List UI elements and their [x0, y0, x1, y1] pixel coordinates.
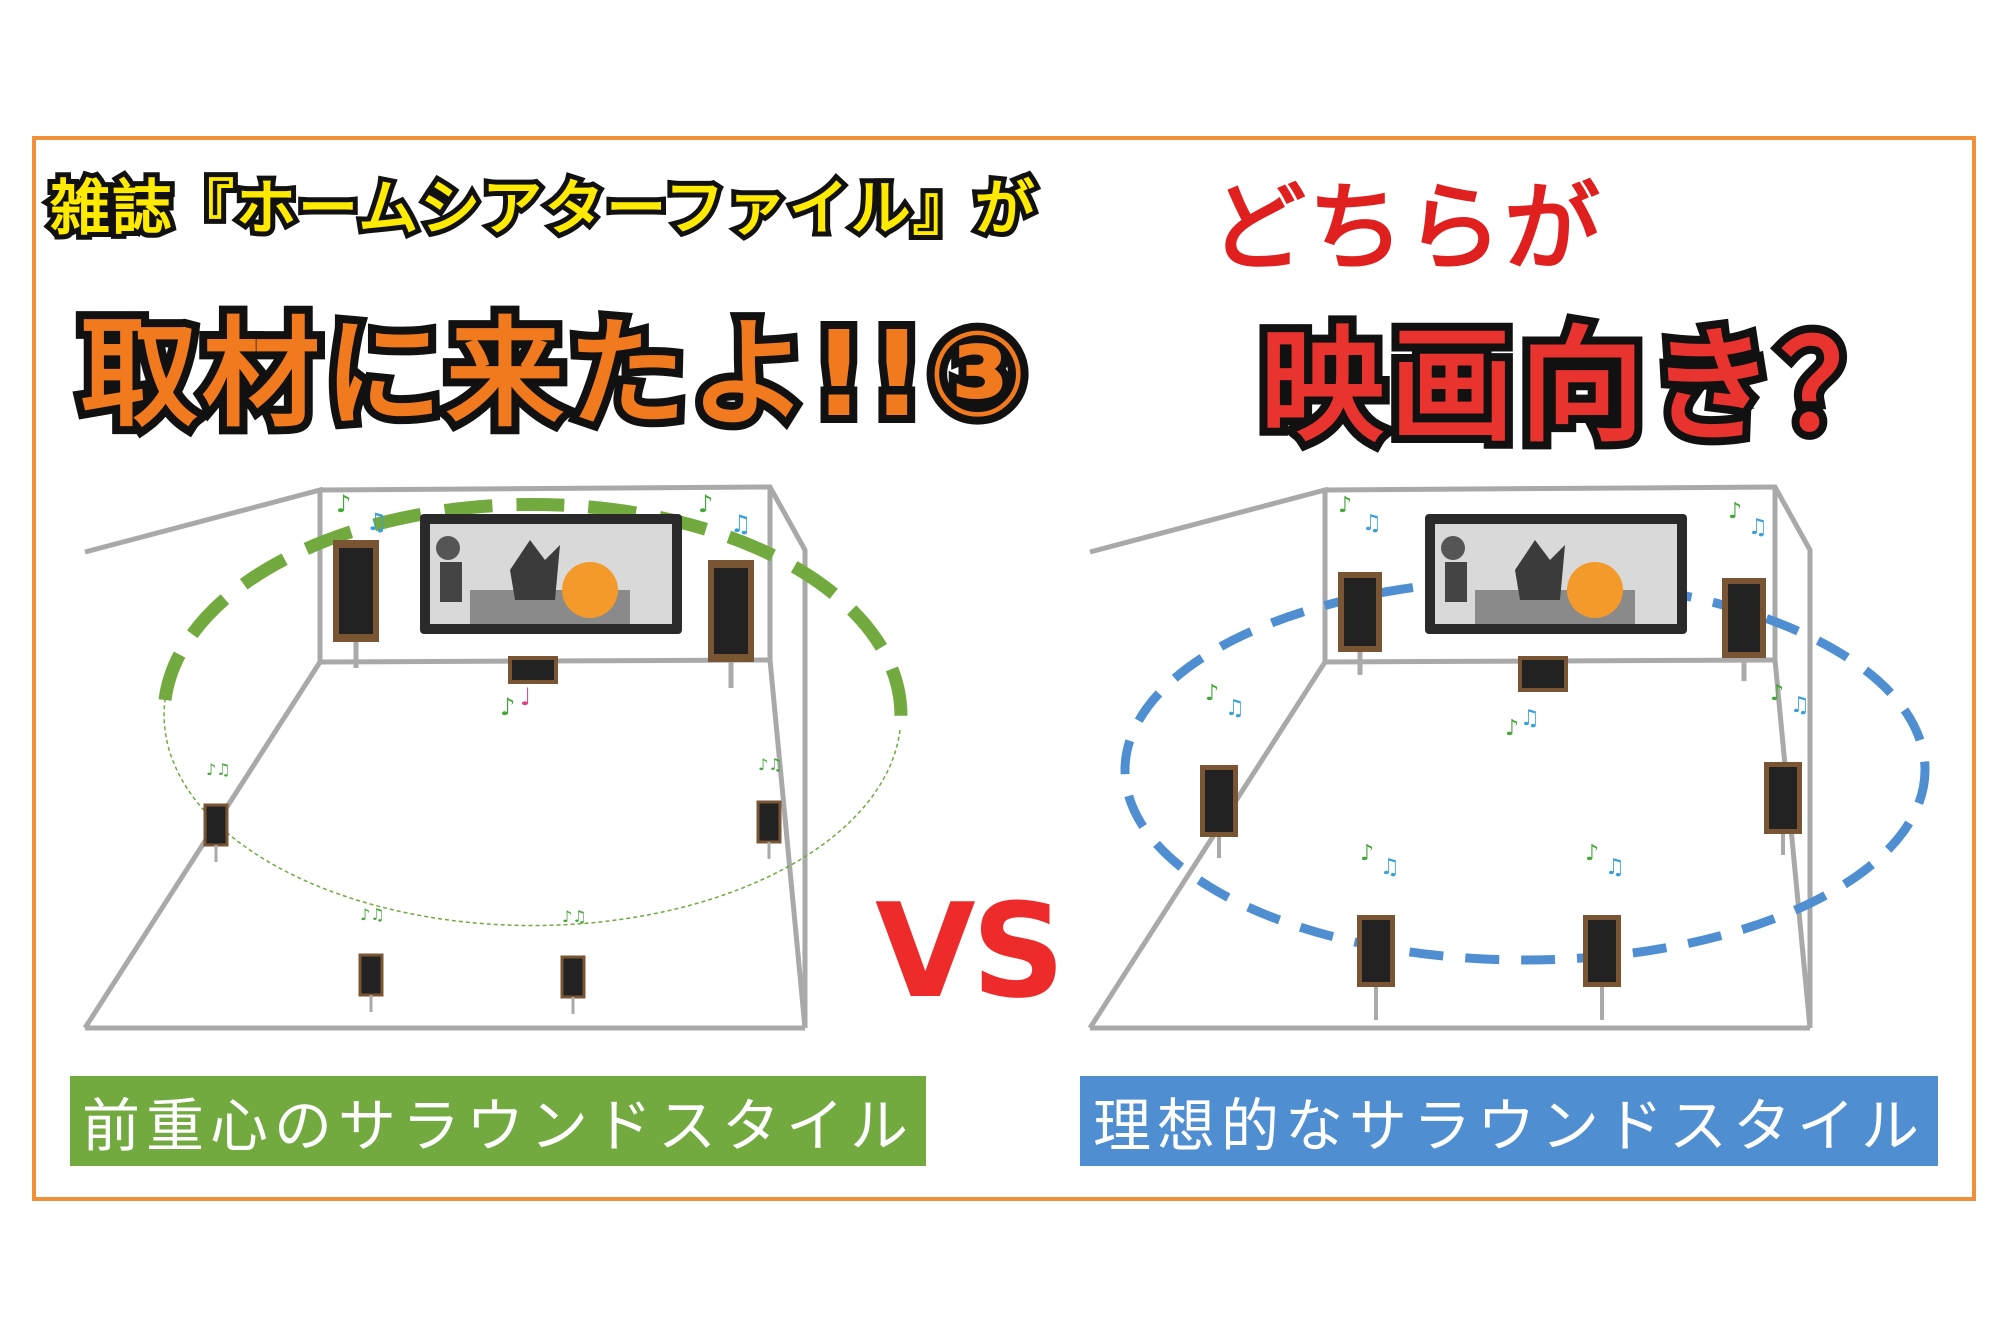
question-line-1: どちらが [1210, 172, 1602, 284]
svg-text:♪: ♪ [1505, 716, 1519, 741]
left-front-speakers [333, 540, 754, 688]
left-room-diagram: ♪♫ ♪♫ ♪♩ ♪♫ ♪♫ ♪♫ ♪♫ [82, 484, 908, 1031]
title-interview-line: 取材に来たよ!!③ [72, 297, 1036, 451]
svg-text:♪: ♪ [1770, 681, 1784, 706]
svg-text:♪: ♪ [1728, 499, 1742, 524]
right-tv [1425, 514, 1687, 634]
right-music-notes-icon: ♪♫ ♪♫ ♪♫ ♪♫ ♪♫ ♪♫ ♪♫ [1205, 493, 1810, 880]
left-listening-circle [158, 497, 908, 927]
svg-text:♪: ♪ [1205, 681, 1219, 706]
right-listening-circle [1120, 575, 1930, 965]
svg-text:♫: ♫ [1748, 515, 1768, 540]
svg-text:♫: ♫ [1605, 855, 1625, 880]
svg-text:♪: ♪ [336, 490, 351, 518]
svg-text:♪♫: ♪♫ [206, 760, 231, 779]
outer-frame [32, 136, 1976, 1201]
svg-text:♩: ♩ [520, 683, 531, 711]
svg-text:♫: ♫ [1225, 696, 1245, 721]
left-tv [420, 514, 682, 634]
svg-text:♪: ♪ [698, 490, 713, 518]
title-magazine-line: 雑誌『ホームシアターファイル』が [45, 169, 1040, 249]
right-surround-speakers [1200, 762, 1802, 1020]
right-room-diagram: ♪♫ ♪♫ ♪♫ ♪♫ ♪♫ ♪♫ ♪♫ [1087, 484, 1930, 1031]
svg-text:♫: ♫ [1790, 693, 1810, 718]
left-music-notes-icon: ♪♫ ♪♫ ♪♩ ♪♫ ♪♫ ♪♫ ♪♫ [206, 490, 783, 926]
left-room-walls [82, 484, 808, 1031]
svg-text:♫: ♫ [366, 508, 388, 536]
svg-text:♪♫: ♪♫ [360, 905, 385, 924]
svg-text:♪: ♪ [1338, 493, 1352, 518]
svg-text:♫: ♫ [1520, 706, 1540, 731]
svg-text:♪♫: ♪♫ [758, 755, 783, 774]
svg-text:♫: ♫ [1362, 511, 1382, 536]
left-surround-speakers [203, 800, 782, 1014]
right-style-label: 理想的なサラウンドスタイル [1080, 1076, 1938, 1166]
left-style-label: 前重心のサラウンドスタイル [70, 1076, 926, 1166]
svg-text:♪: ♪ [1585, 841, 1599, 866]
vs-text: VS [875, 875, 1065, 1027]
svg-text:♪: ♪ [500, 693, 515, 721]
svg-text:♫: ♫ [730, 510, 752, 538]
svg-text:♪♫: ♪♫ [562, 907, 587, 926]
right-front-speakers [1338, 572, 1766, 692]
svg-text:♪: ♪ [1360, 841, 1374, 866]
question-line-2: 映画向き？ [1252, 307, 1912, 467]
svg-text:♫: ♫ [1380, 855, 1400, 880]
